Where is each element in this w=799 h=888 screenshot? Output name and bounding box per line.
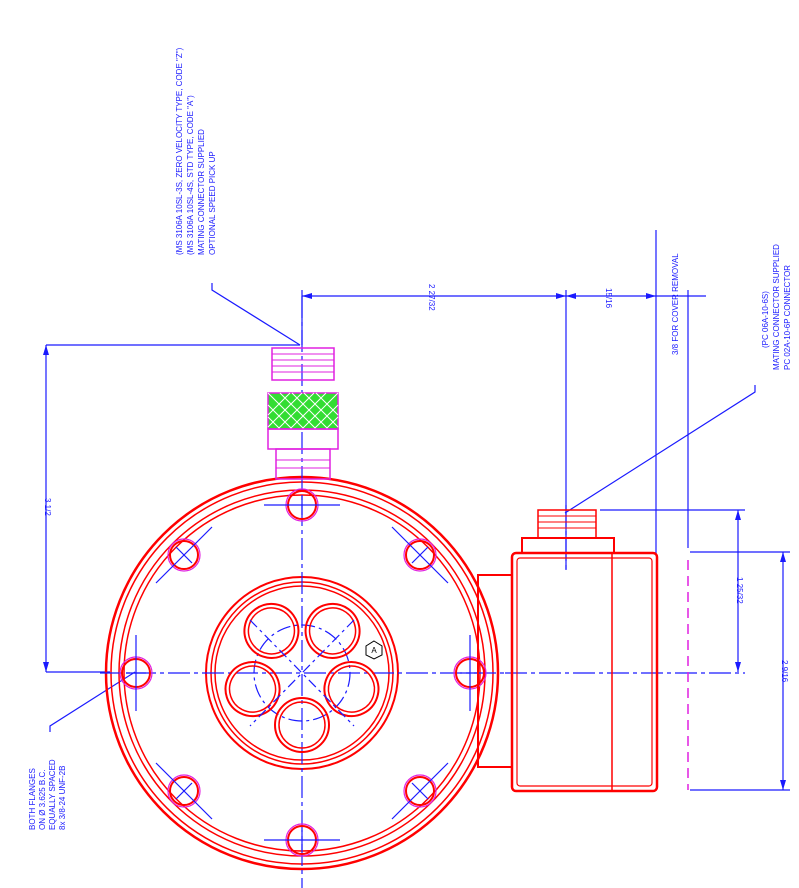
bolt-hole xyxy=(155,526,213,584)
arrow-top-mid-b xyxy=(566,293,576,299)
bolt-hole xyxy=(391,526,449,584)
sensor-body xyxy=(477,509,689,793)
arrow-left-bottom xyxy=(43,662,49,672)
speed-pickup-note-line2: MATING CONNECTOR SUPPLIED xyxy=(197,129,206,255)
dim-height-left: 3 1/2 xyxy=(43,498,52,516)
bolt-pattern-note: 8x 3/8-24 UNF-2B EQUALLY SPACED ON Ø 3.6… xyxy=(28,759,67,830)
arrow-top-left xyxy=(302,293,312,299)
speed-pickup-note-line4: (MS 3106A 10SL-3S, ZERO VELOCITY TYPE, C… xyxy=(175,47,184,255)
center-lobes xyxy=(224,602,380,753)
dim-width-top: 2 27/32 xyxy=(427,284,436,311)
bolt-note-line3: ON Ø 3.625 B.C. xyxy=(38,770,47,830)
arrow-right-outer-bottom xyxy=(780,780,786,790)
bolt-hole xyxy=(453,635,487,711)
connector-note: PC 02A-10-6P CONNECTOR MATING CONNECTOR … xyxy=(761,244,792,370)
speed-pickup-connector xyxy=(267,347,339,480)
connector-note-line2: MATING CONNECTOR SUPPLIED xyxy=(772,244,781,370)
dim-height-right-inner: 1 25/32 xyxy=(735,577,744,604)
arrow-top-right xyxy=(646,293,656,299)
connector-leader xyxy=(564,385,756,514)
bolt-note-line2: EQUALLY SPACED xyxy=(48,759,57,830)
dim-height-right-outer: 2 9/16 xyxy=(780,660,789,683)
arrow-right-outer-top xyxy=(780,552,786,562)
speed-pickup-leader xyxy=(211,283,301,346)
bolt-note-line4: BOTH FLANGES xyxy=(28,768,37,830)
speed-pickup-note: OPTIONAL SPEED PICK UP MATING CONNECTOR … xyxy=(175,47,217,255)
connector-note-line1: PC 02A-10-6P CONNECTOR xyxy=(783,265,792,370)
arrow-right-inner-top xyxy=(735,510,741,520)
bolt-hole xyxy=(119,635,153,711)
arrow-right-inner-bottom xyxy=(735,662,741,672)
connector-note-line3: (PC 06A-10-6S) xyxy=(761,291,770,348)
bolt-hole xyxy=(264,488,340,522)
arrow-top-mid-a xyxy=(556,293,566,299)
bolt-holes xyxy=(119,488,487,857)
bolt-note-line1: 8x 3/8-24 UNF-2B xyxy=(58,766,67,830)
speed-pickup-note-line3: (MS 3106A 10SL-4S, STD TYPE, CODE "A") xyxy=(186,95,195,255)
cover-removal-text: 3/8 FOR COVER REMOVAL xyxy=(671,253,680,355)
dim-width-top-small: 15/16 xyxy=(604,288,613,309)
arrow-left-top xyxy=(43,345,49,355)
bolt-hole xyxy=(391,762,449,820)
bolt-hole xyxy=(264,823,340,857)
speed-pickup-note-line1: OPTIONAL SPEED PICK UP xyxy=(208,151,217,255)
bolt-hole xyxy=(155,762,213,820)
cover-removal-note: 3/8 FOR COVER REMOVAL xyxy=(671,253,680,355)
marker-a: A xyxy=(365,640,383,660)
marker-a-label: A xyxy=(371,646,377,655)
